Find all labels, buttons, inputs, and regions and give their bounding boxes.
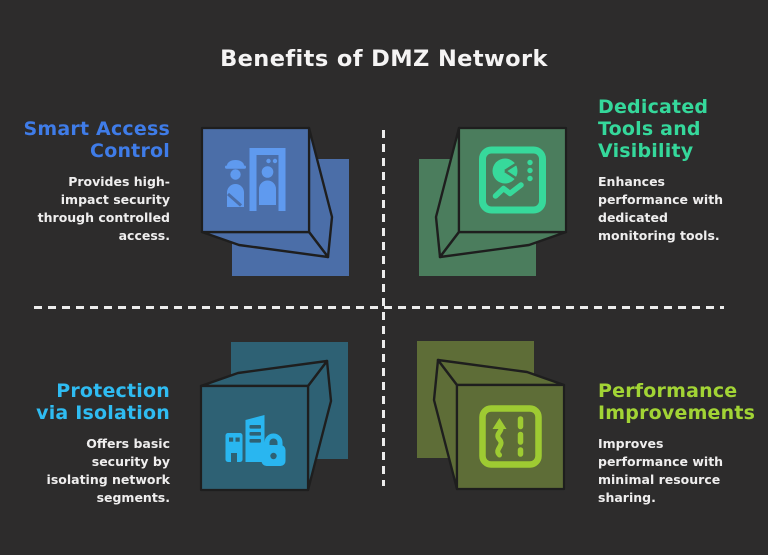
quadrant-smart-access-control: Smart Access Control Provides high- impa… <box>10 118 170 245</box>
protection-isolation-description: Offers basic security by isolating netwo… <box>46 436 170 505</box>
performance-improvements-description: Improves performance with minimal resour… <box>598 436 724 505</box>
quadrant-dedicated-tools-and-visibility: Dedicated Tools and Visibility Enhances … <box>598 96 760 245</box>
smart-access-control-description: Provides high- impact security through c… <box>37 174 170 243</box>
route-lanes-icon <box>479 405 542 468</box>
dedicated-tools-heading: Dedicated Tools and Visibility <box>598 96 709 162</box>
protection-isolation-cube <box>199 340 350 492</box>
performance-improvements-heading: Performance Improvements <box>598 380 756 424</box>
performance-improvements-cube <box>415 339 566 491</box>
smart-access-control-cube <box>200 126 351 278</box>
security-checkpoint-icon <box>225 148 286 211</box>
monitoring-dashboard-icon <box>479 146 546 214</box>
dedicated-tools-description: Enhances performance with dedicated moni… <box>598 174 724 243</box>
smart-access-control-heading: Smart Access Control <box>23 118 170 162</box>
buildings-lock-icon <box>225 415 286 466</box>
horizontal-dashed-divider <box>34 306 724 309</box>
dedicated-tools-cube <box>417 126 568 278</box>
protection-isolation-heading: Protection via Isolation <box>36 380 170 424</box>
quadrant-protection-via-isolation: Protection via Isolation Offers basic se… <box>10 380 170 507</box>
infographic-title: Benefits of DMZ Network <box>220 46 548 72</box>
quadrant-performance-improvements: Performance Improvements Improves perfor… <box>598 380 760 507</box>
